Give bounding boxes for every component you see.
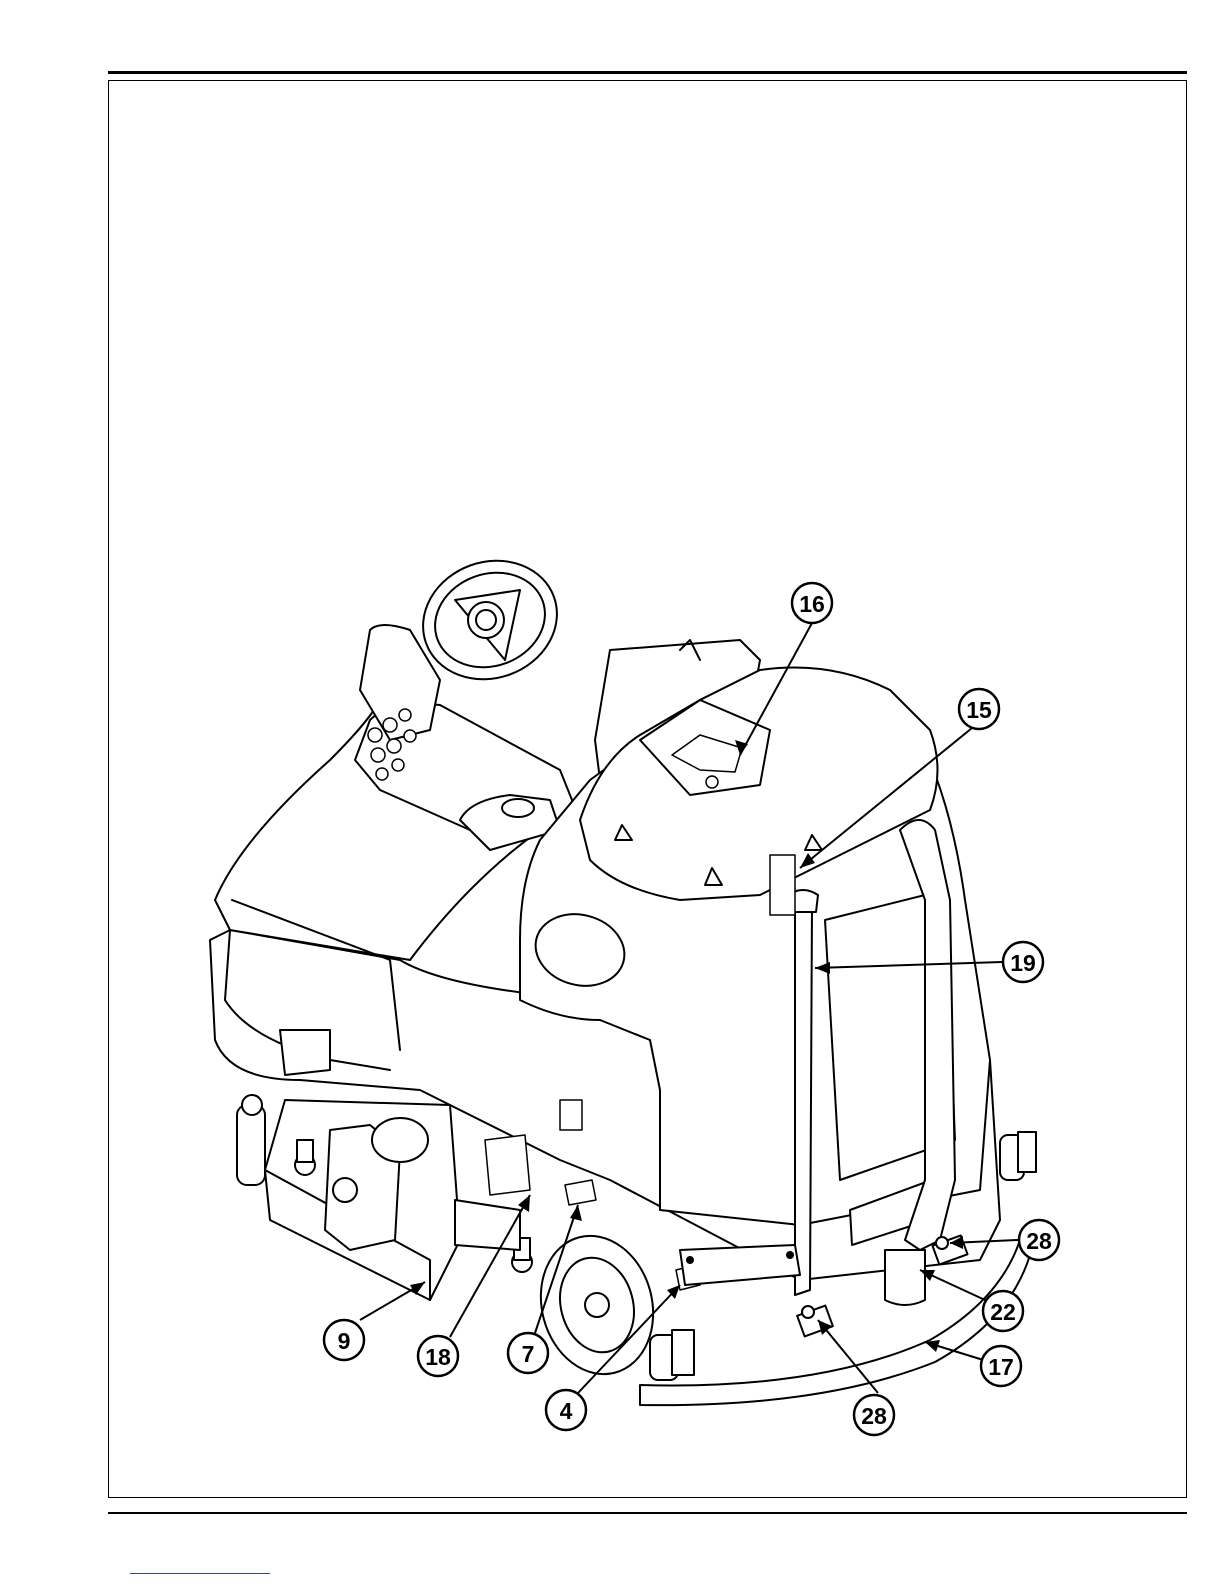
svg-text:28: 28: [861, 1403, 887, 1429]
svg-text:22: 22: [990, 1299, 1016, 1325]
squeegee-caster-right: [1000, 1132, 1036, 1180]
callout-22: 22: [983, 1291, 1023, 1331]
svg-text:19: 19: [1010, 950, 1036, 976]
svg-text:28: 28: [1026, 1228, 1052, 1254]
callout-19: 19: [1003, 942, 1043, 982]
fitting: [565, 1180, 596, 1205]
control-box: [455, 1200, 520, 1250]
filter-label: [485, 1135, 530, 1195]
hose-filter: [770, 855, 795, 915]
svg-text:15: 15: [966, 697, 992, 723]
callout-28-upper: 28: [1019, 1220, 1059, 1260]
svg-text:17: 17: [988, 1354, 1014, 1380]
drain-hose: [795, 905, 812, 1295]
callout-4: 4: [546, 1390, 586, 1430]
hood-bracket: [280, 1030, 330, 1075]
deck-knob: [295, 1140, 315, 1175]
svg-text:18: 18: [425, 1344, 451, 1370]
squeegee-caster-left: [650, 1330, 694, 1380]
callout-16: 16: [792, 583, 832, 623]
rear-wheel: [526, 1223, 668, 1387]
callout-15: 15: [959, 689, 999, 729]
svg-text:16: 16: [799, 591, 825, 617]
callout-9: 9: [324, 1320, 364, 1360]
callout-17: 17: [981, 1346, 1021, 1386]
front-caster: [237, 1095, 265, 1185]
callout-7: 7: [508, 1333, 548, 1373]
callout-18: 18: [418, 1336, 458, 1376]
callout-28-lower: 28: [854, 1395, 894, 1435]
svg-text:4: 4: [560, 1398, 573, 1424]
solenoid-valve: [560, 1100, 582, 1130]
svg-text:9: 9: [338, 1328, 351, 1354]
svg-text:7: 7: [522, 1341, 535, 1367]
rear-bumper-panel: [680, 1245, 800, 1285]
